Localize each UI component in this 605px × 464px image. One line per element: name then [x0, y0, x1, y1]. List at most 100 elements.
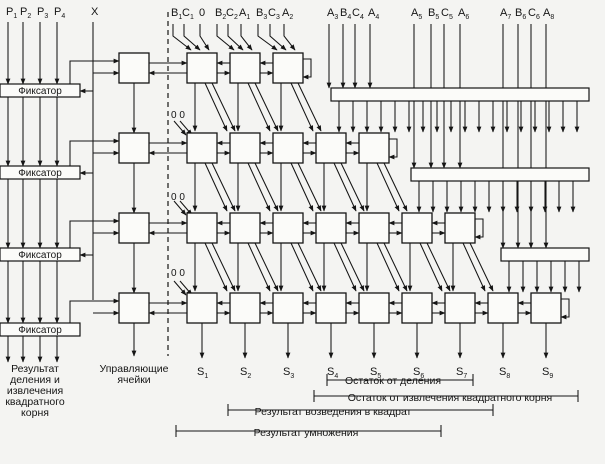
latch-to-control: [69, 58, 120, 84]
control-cell: [118, 292, 150, 324]
array-cell: [229, 132, 261, 164]
input-label-c2: C2: [226, 7, 238, 21]
cell-diagonal: [204, 82, 228, 132]
cell-diagonal: [376, 242, 400, 292]
output-label-s1: S1: [197, 366, 208, 380]
cell-diagonal: [290, 82, 314, 132]
array-cell: [444, 292, 476, 324]
cell-diagonal: [247, 162, 271, 212]
cell-diagonal: [340, 242, 365, 292]
input-label-a6: A6: [458, 7, 469, 21]
cell-diagonal: [462, 242, 486, 292]
input-label-c5: C5: [441, 7, 453, 21]
array-cell: [229, 52, 261, 84]
cell-diagonal: [419, 242, 443, 292]
array-cell: [272, 52, 304, 84]
input-label-a3: A3: [327, 7, 338, 21]
array-cell: [186, 132, 218, 164]
latch-row-2: Фиксатор: [0, 165, 81, 180]
array-cell: [315, 212, 347, 244]
caption-square-result: Результат возведения в квадрат: [255, 406, 412, 418]
input-label-p2: P2: [20, 6, 31, 20]
latch-to-control: [69, 138, 120, 166]
cell-diagonal: [333, 162, 357, 212]
register-bar-3: [500, 247, 590, 262]
cell-diagonal: [254, 242, 279, 292]
register-bar-2: [410, 167, 590, 182]
top-feed: [227, 24, 244, 51]
input-label-x: X: [91, 6, 99, 18]
array-cell: [272, 292, 304, 324]
end-loop: [474, 218, 484, 240]
array-cell: [186, 212, 218, 244]
array-cell: [229, 292, 261, 324]
caption-left-line: деления и: [10, 374, 60, 386]
input-label-p1: P1: [6, 6, 17, 20]
caption-left-line: квадратного: [5, 396, 65, 408]
output-label-s9: S9: [542, 366, 553, 380]
input-label-a4: A4: [368, 7, 379, 21]
array-cell: [358, 132, 390, 164]
cell-diagonal: [297, 162, 322, 212]
latch-row-1: Фиксатор: [0, 83, 81, 98]
caption-control-cells: Управляющие: [100, 363, 169, 375]
input-label-a2: A2: [282, 7, 293, 21]
array-cell: [229, 212, 261, 244]
input-label-a5: A5: [411, 7, 422, 21]
cell-diagonal: [333, 242, 357, 292]
caption-multiplication-result: Результат умножения: [254, 427, 359, 439]
cell-diagonal: [211, 82, 236, 132]
input-label-b1: B1: [171, 7, 182, 21]
input-label-b4: B4: [340, 7, 351, 21]
caption-left-line: корня: [21, 407, 49, 419]
output-label-s3: S3: [283, 366, 294, 380]
input-label-zero: 0: [199, 7, 205, 19]
latch-label: Фиксатор: [18, 325, 62, 336]
input-label-p3: P3: [37, 6, 48, 20]
top-feed: [199, 24, 210, 51]
input-label-c3: C3: [268, 7, 280, 21]
cell-diagonal: [297, 82, 322, 132]
output-label-s5: S5: [370, 366, 381, 380]
input-label-a7: A7: [500, 7, 511, 21]
cell-diagonal: [247, 242, 271, 292]
top-feed: [240, 24, 253, 51]
cell-diagonal: [426, 242, 451, 292]
cell-diagonal: [376, 162, 400, 212]
control-cell: [118, 132, 150, 164]
caption-division-sqrt-result: Результат: [11, 363, 59, 375]
top-feed: [283, 24, 296, 51]
input-label-b2: B2: [215, 7, 226, 21]
cell-diagonal: [254, 162, 279, 212]
cell-diagonal: [247, 82, 271, 132]
latch-label: Фиксатор: [18, 168, 62, 179]
zero-feed: [173, 120, 187, 136]
latch-row-3: Фиксатор: [0, 247, 81, 262]
array-cell: [358, 212, 390, 244]
array-cell: [186, 52, 218, 84]
array-cell: [530, 292, 562, 324]
input-label-b5: B5: [428, 7, 439, 21]
output-label-s6: S6: [413, 366, 424, 380]
zero-feed: [173, 280, 187, 296]
cell-diagonal: [211, 242, 236, 292]
end-loop: [388, 138, 398, 160]
top-feed: [216, 24, 235, 51]
input-label-c1: C1: [182, 7, 194, 21]
array-cell: [487, 292, 519, 324]
zero-inputs-row-3: 0 0: [171, 192, 185, 203]
control-cell: [118, 52, 150, 84]
zero-inputs-row-2: 0 0: [171, 110, 185, 121]
latch-row-4: Фиксатор: [0, 322, 81, 337]
output-label-s7: S7: [456, 366, 467, 380]
array-cell: [272, 212, 304, 244]
array-cell: [186, 292, 218, 324]
input-label-c4: C4: [352, 7, 364, 21]
cell-diagonal: [383, 162, 408, 212]
top-feed: [257, 24, 278, 51]
end-loop: [560, 298, 570, 320]
array-cell: [358, 292, 390, 324]
latch-label: Фиксатор: [18, 250, 62, 261]
top-feed: [183, 24, 201, 51]
